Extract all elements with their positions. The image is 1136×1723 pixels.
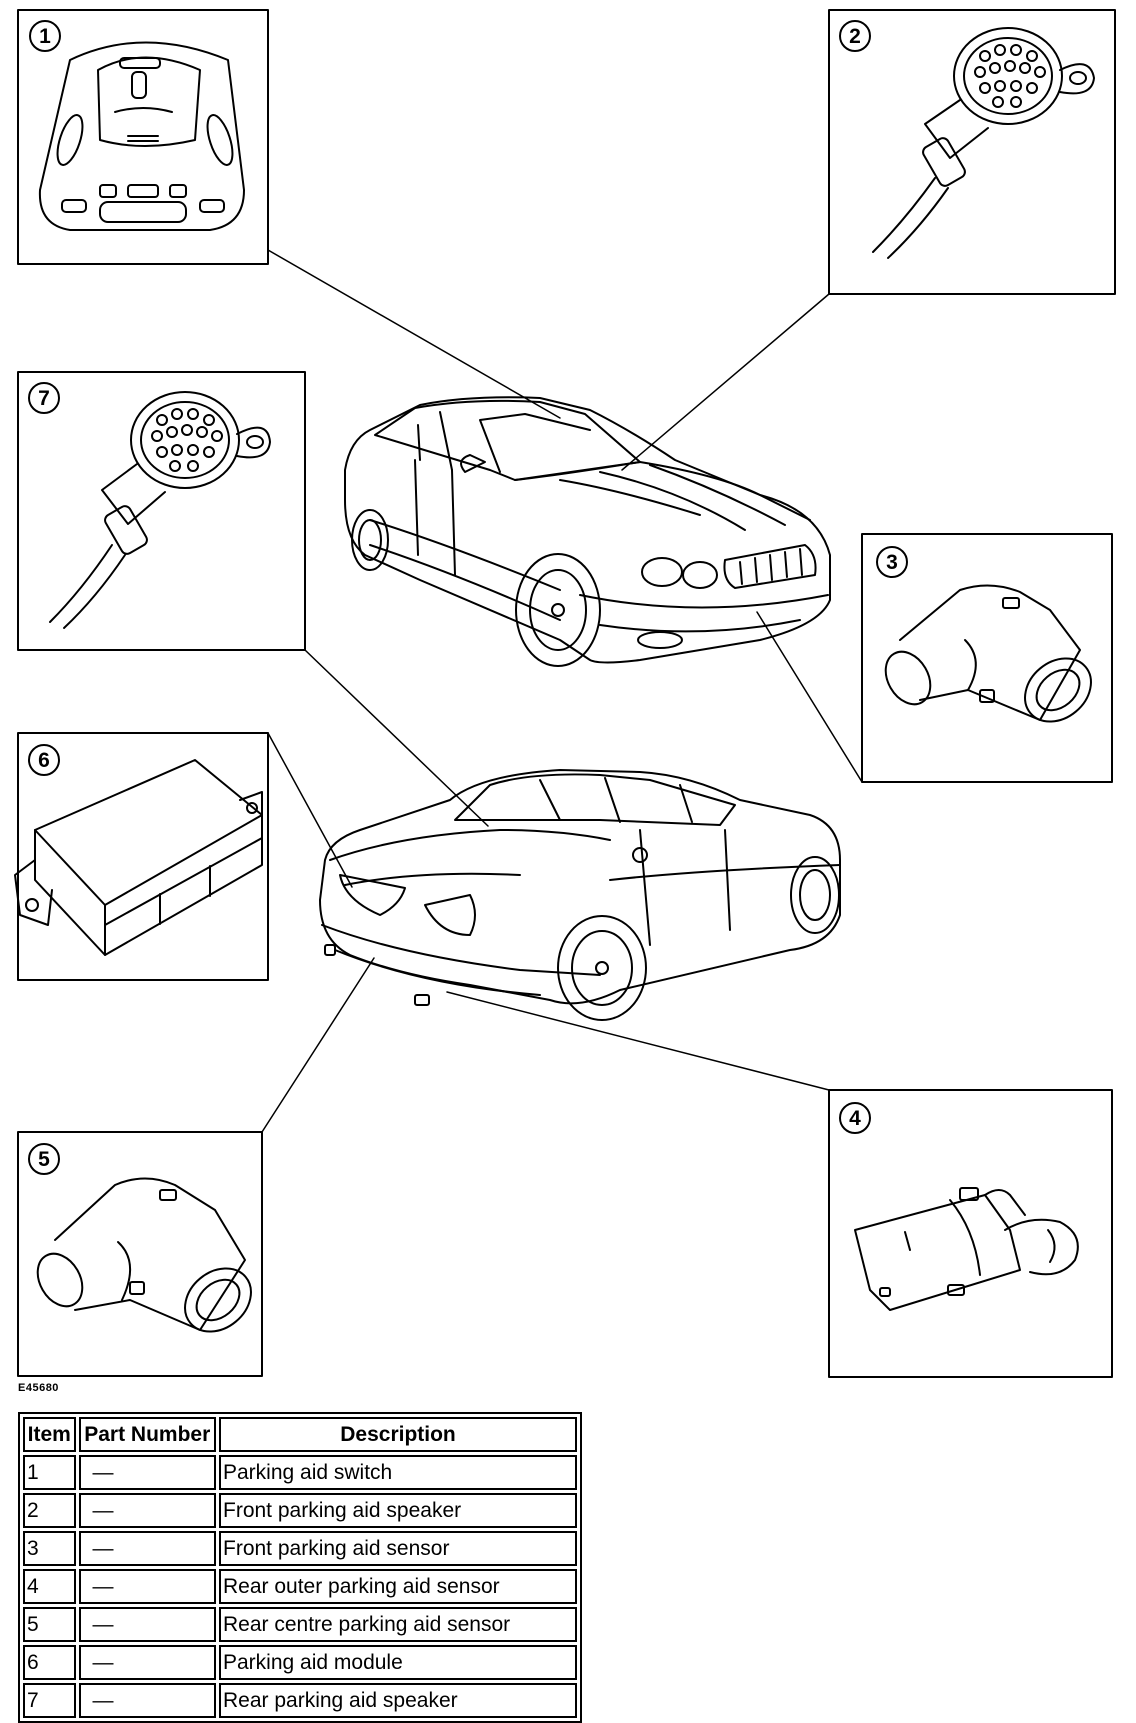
row-part-number: — xyxy=(78,1493,216,1528)
table-row: 7 — Rear parking aid speaker xyxy=(23,1683,577,1718)
svg-text:5: 5 xyxy=(38,1148,50,1171)
front-sensor-drawing xyxy=(884,584,1092,723)
rear-outer-sensor-drawing xyxy=(854,1187,1079,1311)
table-row: 5 — Rear centre parking aid sensor xyxy=(23,1607,577,1642)
row-description: Rear parking aid speaker xyxy=(219,1683,577,1718)
table-row: 2 — Front parking aid speaker xyxy=(23,1493,577,1528)
parking-aid-module-drawing xyxy=(14,759,263,956)
row-part-number: — xyxy=(78,1569,216,1604)
row-part-number: — xyxy=(78,1531,216,1566)
callout-box-3 xyxy=(861,533,1113,783)
rear-centre-sensor-drawing xyxy=(36,1177,252,1333)
table-row: 3 — Front parking aid sensor xyxy=(23,1531,577,1566)
row-item: 6 xyxy=(23,1645,76,1680)
row-item: 5 xyxy=(23,1607,76,1642)
row-item: 7 xyxy=(23,1683,76,1718)
table-row: 1 — Parking aid switch xyxy=(23,1455,577,1490)
callout-box-5 xyxy=(17,1131,263,1377)
row-part-number: — xyxy=(78,1645,216,1680)
table-row: 6 — Parking aid module xyxy=(23,1645,577,1680)
table-header-row: Item Part Number Description xyxy=(23,1417,577,1452)
svg-text:6: 6 xyxy=(38,749,50,772)
callout-box-1 xyxy=(17,9,269,265)
header-item: Item xyxy=(23,1417,76,1452)
svg-text:7: 7 xyxy=(38,387,50,410)
row-description: Front parking aid sensor xyxy=(219,1531,577,1566)
row-description: Front parking aid speaker xyxy=(219,1493,577,1528)
parts-table: Item Part Number Description 1 — Parking… xyxy=(18,1412,582,1723)
callout-box-4 xyxy=(828,1089,1113,1378)
front-speaker-drawing xyxy=(872,27,1095,259)
callout-badge-1: 1 xyxy=(29,20,61,52)
header-description: Description xyxy=(219,1417,577,1452)
header-part-number: Part Number xyxy=(78,1417,216,1452)
svg-text:4: 4 xyxy=(849,1107,861,1130)
callout-badge-4: 4 xyxy=(839,1102,871,1134)
row-item: 4 xyxy=(23,1569,76,1604)
row-item: 3 xyxy=(23,1531,76,1566)
parking-aid-switch-drawing xyxy=(38,41,245,231)
rear-speaker-drawing xyxy=(49,391,271,629)
row-item: 1 xyxy=(23,1455,76,1490)
svg-text:2: 2 xyxy=(849,25,861,48)
row-part-number: — xyxy=(78,1455,216,1490)
svg-text:3: 3 xyxy=(886,551,898,574)
row-description: Rear outer parking aid sensor xyxy=(219,1569,577,1604)
callout-badge-5: 5 xyxy=(28,1143,60,1175)
leader-lines xyxy=(261,249,863,1133)
rear-car-drawing xyxy=(319,769,841,1021)
callout-badge-3: 3 xyxy=(876,546,908,578)
row-description: Parking aid switch xyxy=(219,1455,577,1490)
row-description: Rear centre parking aid sensor xyxy=(219,1607,577,1642)
svg-text:1: 1 xyxy=(39,25,51,48)
row-part-number: — xyxy=(78,1683,216,1718)
row-item: 2 xyxy=(23,1493,76,1528)
callout-box-6 xyxy=(17,732,269,981)
row-description: Parking aid module xyxy=(219,1645,577,1680)
figure-reference-code: E45680 xyxy=(18,1382,59,1394)
callout-badge-7: 7 xyxy=(28,382,60,414)
front-car-drawing xyxy=(344,396,831,667)
callout-box-7 xyxy=(17,371,306,651)
table-row: 4 — Rear outer parking aid sensor xyxy=(23,1569,577,1604)
row-part-number: — xyxy=(78,1607,216,1642)
callout-box-2 xyxy=(828,9,1116,295)
callout-badge-6: 6 xyxy=(28,744,60,776)
callout-badge-2: 2 xyxy=(839,20,871,52)
